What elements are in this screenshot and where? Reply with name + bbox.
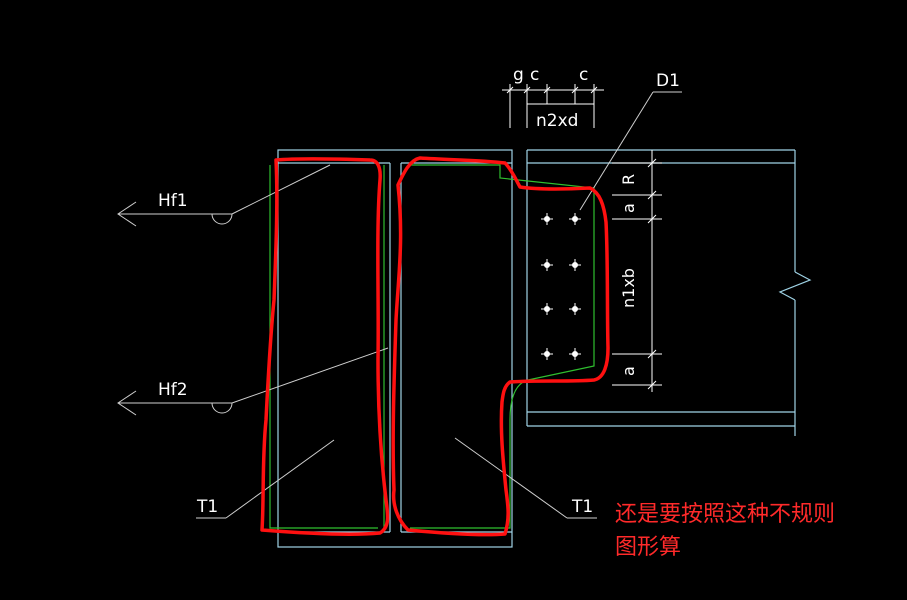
red-markup: [260, 156, 610, 537]
label-hf1: Hf1: [158, 191, 188, 211]
weld-left-plate: [269, 165, 378, 529]
left-plate-outline: [277, 149, 513, 548]
t1-leaders: [196, 437, 597, 519]
bolt-group: [541, 213, 581, 360]
dim-label-r: R: [619, 174, 638, 185]
beam-break-zigzag: [778, 271, 812, 301]
annotation-note-line-2: 图形算: [615, 535, 682, 560]
annotation-note-line-1: 还是要按照这种不规则: [615, 502, 836, 527]
bolt: [541, 348, 553, 360]
right-dimension: [612, 150, 662, 392]
dim-label-c-left: c: [530, 65, 539, 85]
hf1-weld-symbol: [117, 164, 331, 227]
top-dimension: [502, 84, 604, 128]
red-outline-right-region: [391, 156, 610, 537]
beam-outline: [526, 149, 812, 436]
dim-label-g: g: [513, 65, 524, 85]
dim-label-n1xb: n1xb: [619, 268, 638, 308]
dim-label-n2xd: n2xd: [536, 111, 578, 131]
label-t1-right: T1: [571, 497, 593, 517]
red-outline-left-region: [260, 157, 390, 536]
bolt: [541, 213, 553, 225]
label-d1: D1: [656, 71, 680, 91]
bolt: [569, 303, 581, 315]
label-hf2: Hf2: [158, 380, 188, 400]
bolt: [541, 259, 553, 271]
dim-label-c-right: c: [579, 65, 588, 85]
label-t1-left: T1: [196, 497, 218, 517]
bolt: [541, 303, 553, 315]
weld-right-plate: [410, 164, 595, 529]
bolt: [569, 348, 581, 360]
dim-label-a-top: a: [619, 203, 638, 213]
bolt: [569, 213, 581, 225]
dim-label-a-bottom: a: [619, 366, 638, 376]
bolt: [569, 259, 581, 271]
hf2-weld-symbol: [117, 347, 389, 416]
